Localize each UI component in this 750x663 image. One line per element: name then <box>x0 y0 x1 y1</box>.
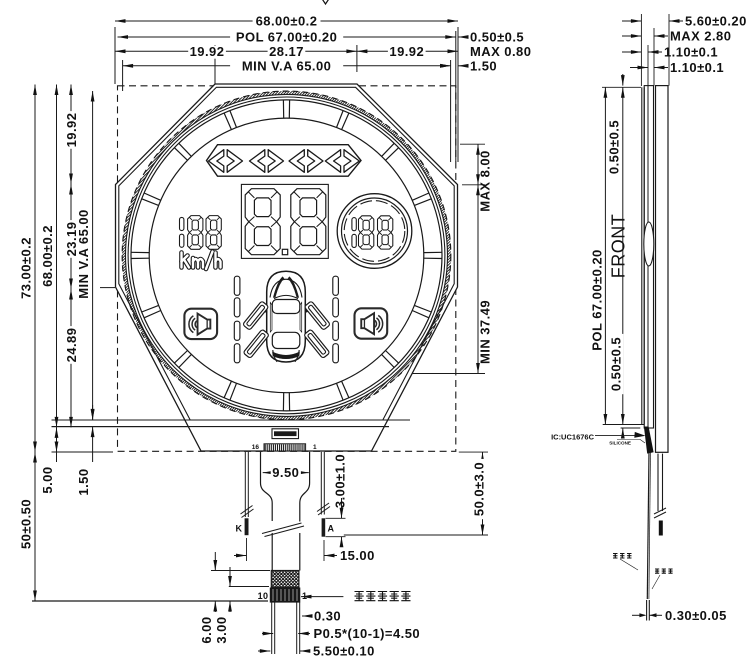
svg-text:MAX 0.80: MAX 0.80 <box>470 44 531 59</box>
svg-text:68.00±0.2: 68.00±0.2 <box>40 225 55 287</box>
svg-text:P0.5*(10-1)=4.50: P0.5*(10-1)=4.50 <box>314 626 421 641</box>
svg-text:6.00: 6.00 <box>199 616 214 643</box>
svg-text:68.00±0.2: 68.00±0.2 <box>256 14 318 29</box>
svg-text:5.60±0.20: 5.60±0.20 <box>685 14 747 29</box>
svg-text:5.00: 5.00 <box>40 466 55 493</box>
svg-text:SILICONE: SILICONE <box>609 440 631 445</box>
svg-text:19.92: 19.92 <box>64 113 79 148</box>
svg-text:50.0±3.0: 50.0±3.0 <box>472 462 487 516</box>
svg-text:MIN V.A 65.00: MIN V.A 65.00 <box>242 58 331 73</box>
svg-text:0.30±0.05: 0.30±0.05 <box>665 608 727 623</box>
svg-text:K: K <box>236 524 243 534</box>
svg-text:28.17: 28.17 <box>269 44 304 59</box>
svg-text:3.00: 3.00 <box>214 616 229 643</box>
svg-text:23.19: 23.19 <box>64 222 79 257</box>
svg-text:1.50: 1.50 <box>470 58 497 73</box>
svg-text:0.50±0.5: 0.50±0.5 <box>609 337 624 391</box>
svg-text:1.50: 1.50 <box>76 468 91 495</box>
svg-text:MIN V.A 65.00: MIN V.A 65.00 <box>76 209 91 298</box>
svg-text:POL 67.00±0.20: POL 67.00±0.20 <box>590 249 605 350</box>
svg-text:0.30: 0.30 <box>314 609 341 624</box>
svg-text:MAX 8.00: MAX 8.00 <box>478 150 493 211</box>
svg-text:10: 10 <box>258 591 269 601</box>
svg-text:1: 1 <box>313 444 317 451</box>
svg-text:FRONT: FRONT <box>609 214 629 279</box>
svg-text:IC:UC1676C: IC:UC1676C <box>551 433 595 442</box>
svg-text:5.50±0.10: 5.50±0.10 <box>313 644 375 659</box>
svg-text:3.00±1.0: 3.00±1.0 <box>333 454 348 508</box>
svg-text:9.50: 9.50 <box>272 465 299 480</box>
svg-text:1.10±0.1: 1.10±0.1 <box>670 60 724 75</box>
svg-text:16: 16 <box>252 444 260 451</box>
svg-text:19.92: 19.92 <box>389 44 424 59</box>
svg-text:MAX 2.80: MAX 2.80 <box>670 29 731 44</box>
svg-text:19.92: 19.92 <box>190 44 225 59</box>
svg-text:MIN 37.49: MIN 37.49 <box>478 300 493 364</box>
svg-text:1.10±0.1: 1.10±0.1 <box>664 45 718 60</box>
svg-text:0.50±0.5: 0.50±0.5 <box>470 30 524 45</box>
svg-text:15.00: 15.00 <box>340 548 375 563</box>
svg-text:A: A <box>328 524 335 534</box>
svg-text:73.00±0.2: 73.00±0.2 <box>19 237 34 299</box>
svg-text:50±0.50: 50±0.50 <box>19 499 34 549</box>
svg-text:POL 67.00±0.20: POL 67.00±0.20 <box>236 30 337 45</box>
svg-text:24.89: 24.89 <box>64 328 79 363</box>
svg-text:0.50±0.5: 0.50±0.5 <box>607 120 622 174</box>
